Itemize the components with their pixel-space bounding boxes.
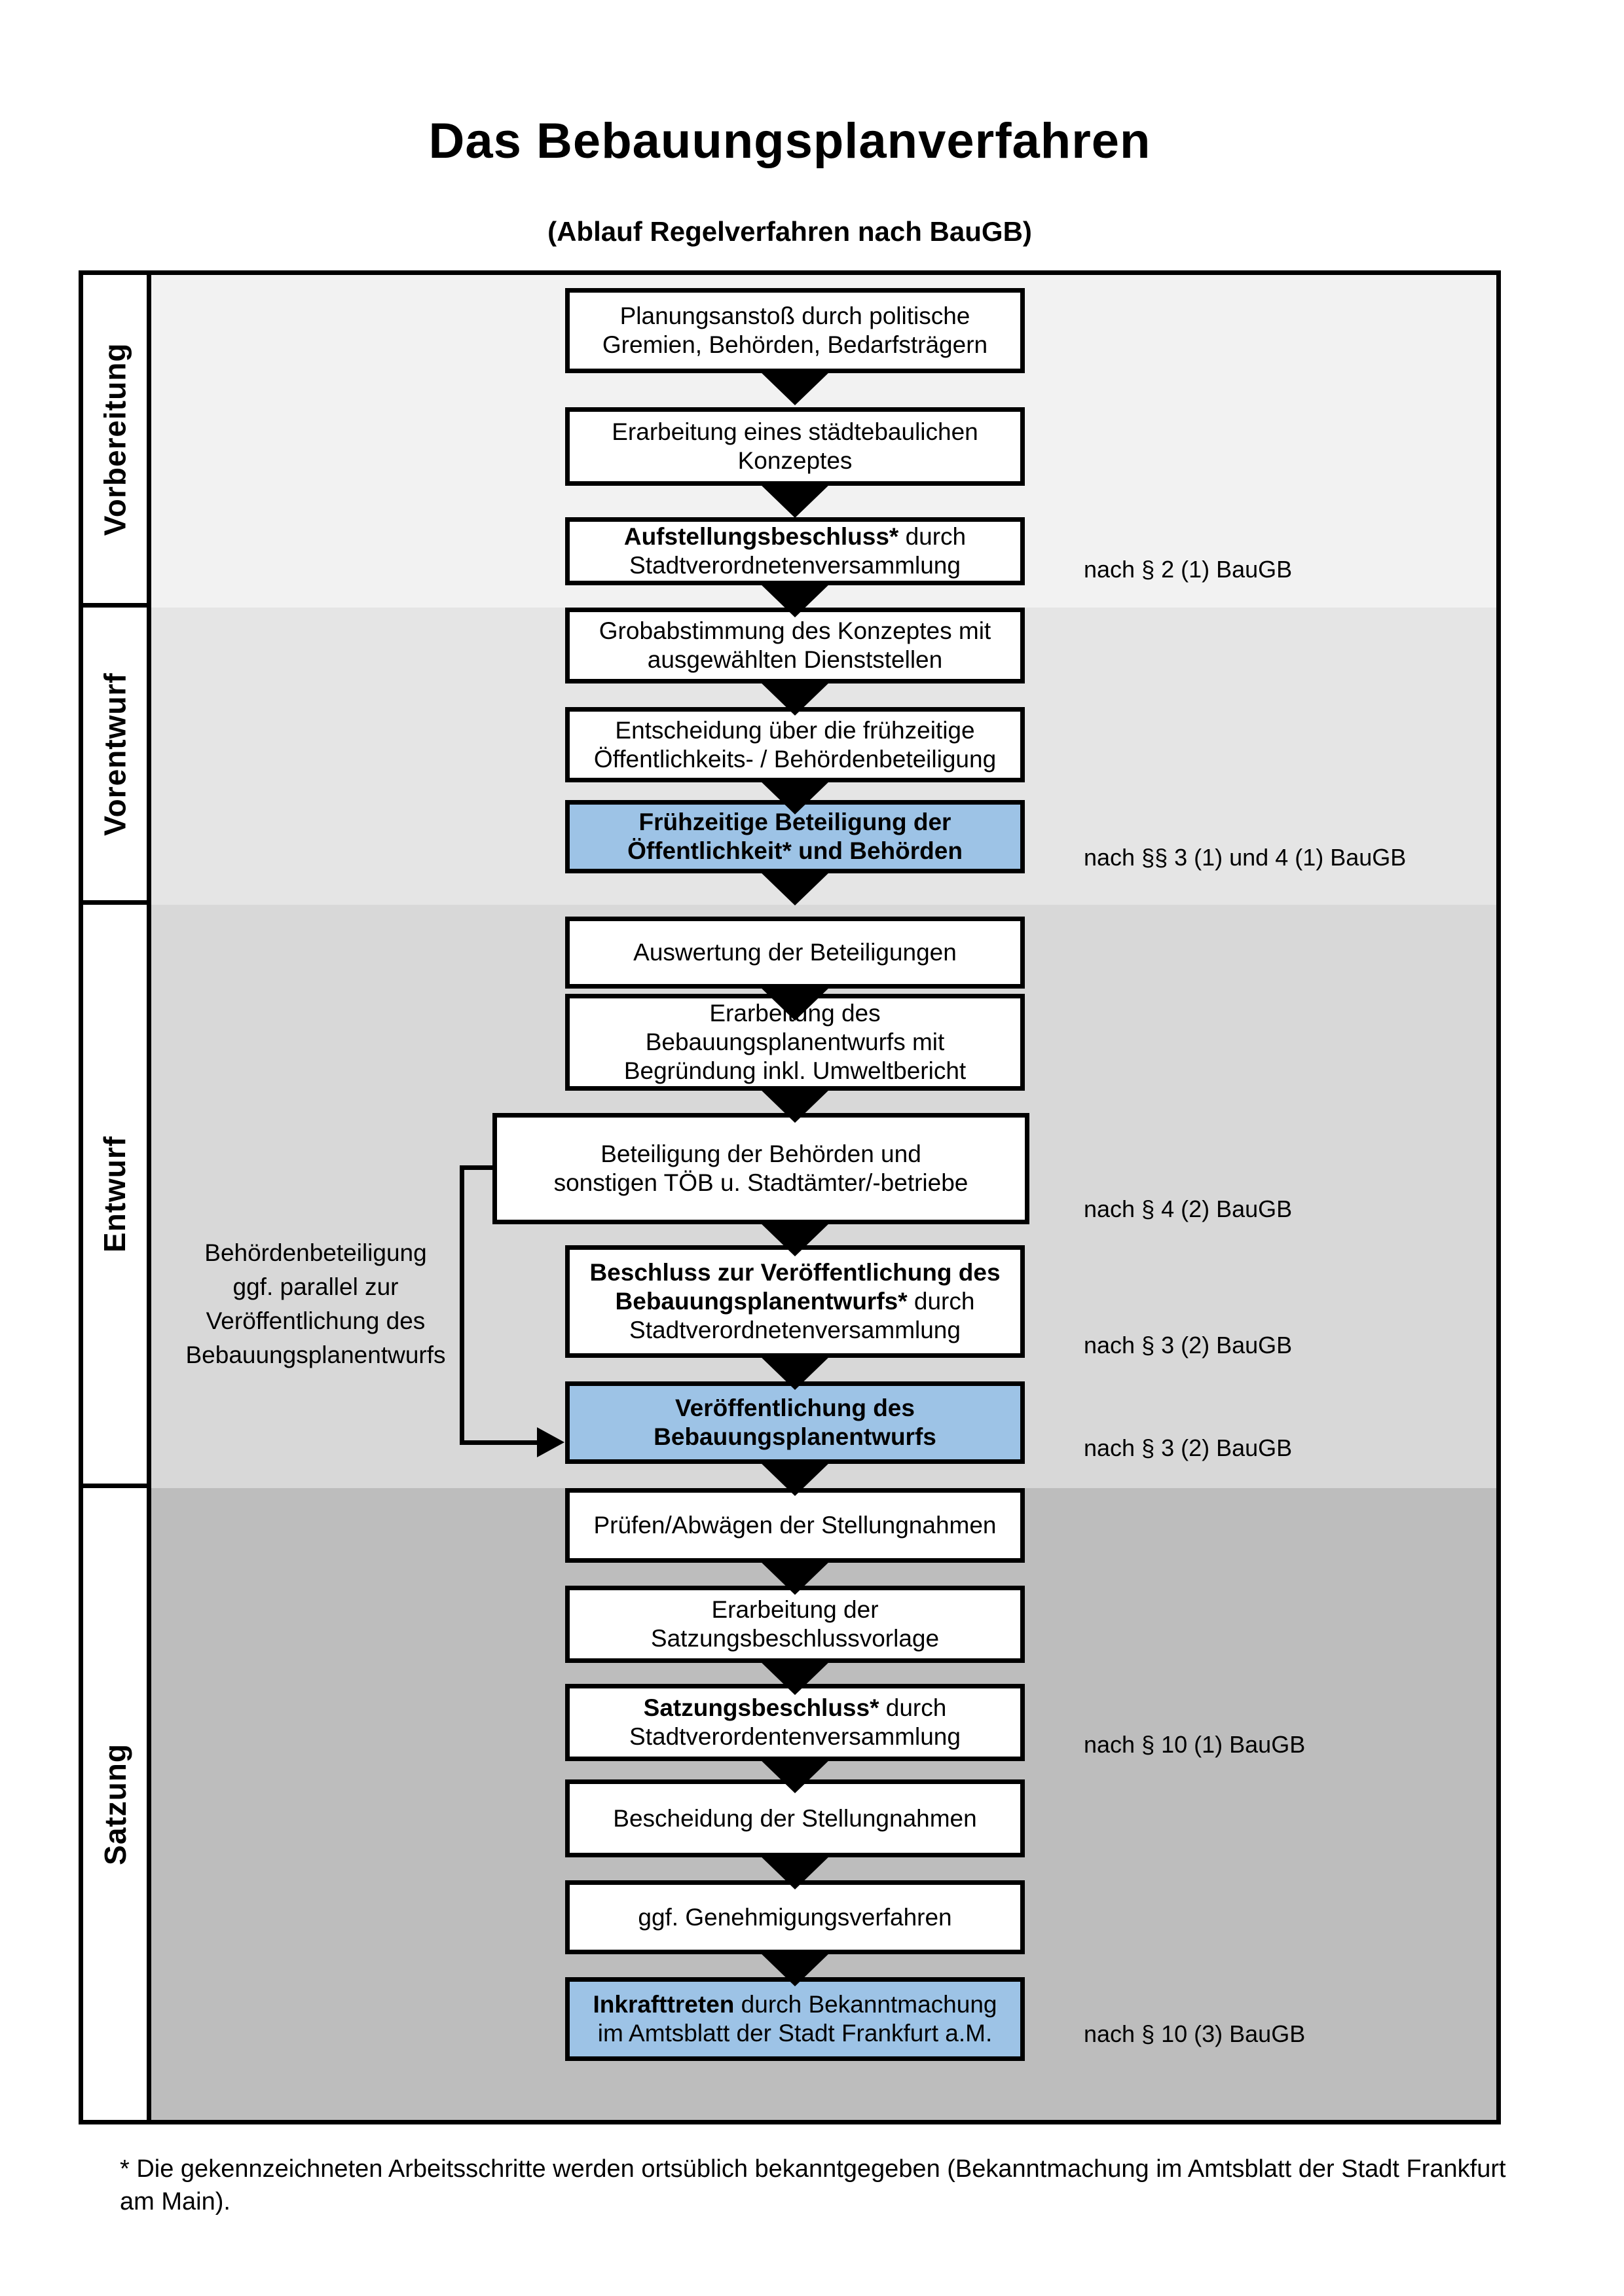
down-arrow-icon xyxy=(757,778,833,814)
down-arrow-icon xyxy=(757,1086,833,1123)
bracket-line-vertical xyxy=(460,1165,464,1445)
step-genehmigungsverfahren: ggf. Genehmigungsverfahren xyxy=(565,1880,1025,1954)
page-title: Das Bebauungsplanverfahren xyxy=(428,113,1151,169)
law-reference: nach § 2 (1) BauGB xyxy=(1084,556,1293,583)
side-note-line: Behördenbeteiligung xyxy=(204,1239,427,1266)
step-auswertung-beteiligungen: Auswertung der Beteiligungen xyxy=(565,917,1025,989)
down-arrow-icon xyxy=(757,1220,833,1256)
down-arrow-icon xyxy=(757,369,833,405)
side-note-line: ggf. parallel zur xyxy=(232,1273,399,1300)
phase-label-vorbereitung: Vorbereitung xyxy=(83,275,151,608)
down-arrow-icon xyxy=(757,1353,833,1390)
bracket-line-bottom xyxy=(460,1440,542,1445)
bracket-right-arrow-icon xyxy=(537,1427,564,1457)
down-arrow-icon xyxy=(757,581,833,617)
down-arrow-icon xyxy=(757,1558,833,1595)
law-reference: nach § 10 (3) BauGB xyxy=(1084,2020,1306,2047)
phase-label-entwurf: Entwurf xyxy=(83,905,151,1488)
down-arrow-icon xyxy=(757,1853,833,1889)
down-arrow-icon xyxy=(757,481,833,518)
step-pruefen-abwaegen-stellungnahmen: Prüfen/Abwägen der Stellungnahmen xyxy=(565,1488,1025,1563)
down-arrow-icon xyxy=(757,1757,833,1793)
footnote: * Die gekennzeichneten Arbeitsschritte w… xyxy=(120,2155,1506,2215)
down-arrow-icon xyxy=(757,679,833,716)
law-reference: nach § 4 (2) BauGB xyxy=(1084,1195,1293,1222)
down-arrow-icon xyxy=(757,1459,833,1496)
bracket-line-top xyxy=(460,1165,492,1170)
law-reference: nach § 3 (2) BauGB xyxy=(1084,1332,1293,1358)
phase-label-vorentwurf: Vorentwurf xyxy=(83,608,151,905)
down-arrow-icon xyxy=(757,869,833,905)
down-arrow-icon xyxy=(757,1658,833,1695)
law-reference: nach §§ 3 (1) und 4 (1) BauGB xyxy=(1084,844,1407,871)
law-reference: nach § 3 (2) BauGB xyxy=(1084,1434,1293,1461)
side-note: Behördenbeteiligung ggf. parallel zur Ve… xyxy=(119,1236,512,1372)
phase-label-satzung: Satzung xyxy=(83,1488,151,2120)
side-note-line: Veröffentlichung des xyxy=(206,1307,426,1334)
side-note-line: Bebauungsplanentwurfs xyxy=(185,1341,446,1368)
law-reference: nach § 10 (1) BauGB xyxy=(1084,1731,1306,1758)
page-subtitle: (Ablauf Regelverfahren nach BauGB) xyxy=(547,216,1032,247)
down-arrow-icon xyxy=(757,984,833,1021)
down-arrow-icon xyxy=(757,1950,833,1986)
